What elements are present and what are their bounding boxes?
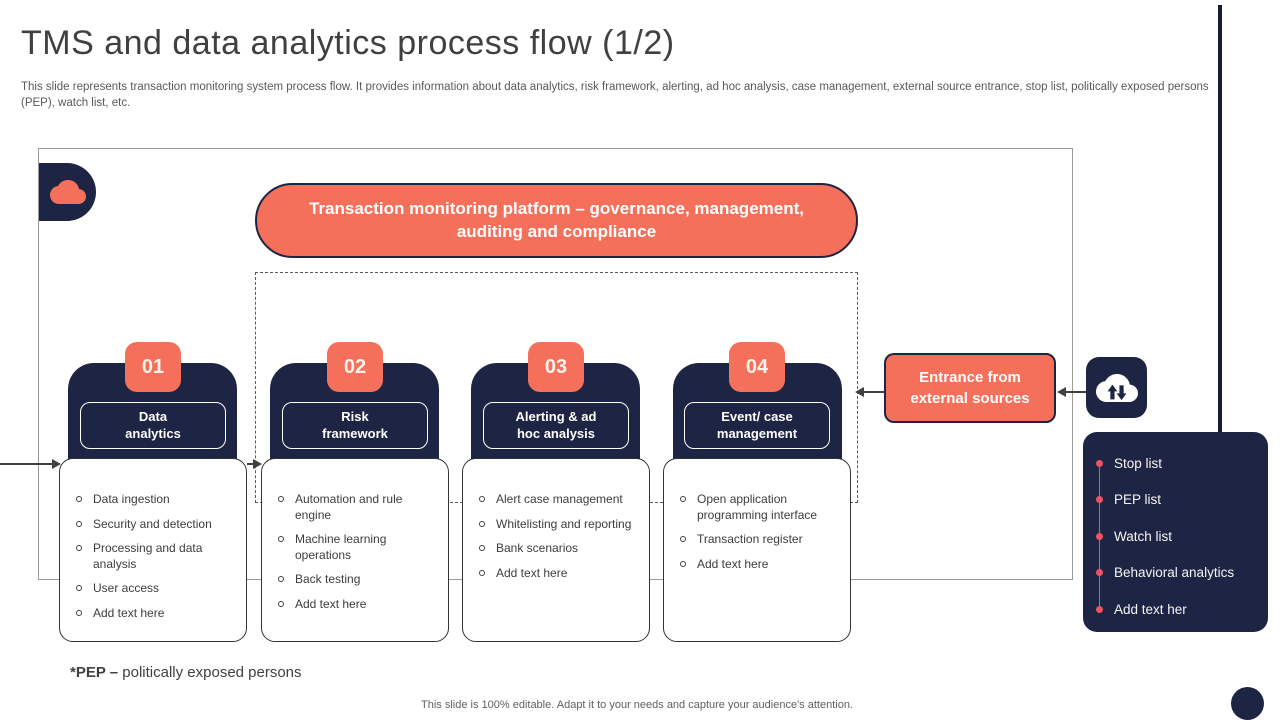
list-item: Add text here <box>680 557 842 573</box>
list-item: Alert case management <box>479 492 641 508</box>
circle-bullet-icon <box>479 545 485 552</box>
list-item: Security and detection <box>76 517 238 533</box>
stage-label-1: Data analytics <box>80 402 226 449</box>
external-list-item: Add text her <box>1083 591 1268 628</box>
stage-items-3: Alert case management Whitelisting and r… <box>462 458 650 642</box>
circle-bullet-icon <box>76 585 82 592</box>
cloud-transfer-icon <box>1086 357 1147 418</box>
dot-bullet-icon <box>1096 605 1103 613</box>
stage-label-4: Event/ case management <box>684 402 830 449</box>
dot-bullet-icon <box>1096 569 1103 577</box>
stage-label-3-line2: hoc analysis <box>516 425 596 441</box>
external-list-item: Stop list <box>1083 445 1268 482</box>
right-accent-line <box>1218 5 1222 432</box>
circle-bullet-icon <box>479 569 485 576</box>
dot-bullet-icon <box>1096 532 1103 540</box>
circle-bullet-icon <box>479 496 485 502</box>
list-item: Automation and rule engine <box>278 492 440 523</box>
list-item: Processing and data analysis <box>76 541 238 572</box>
list-item: Back testing <box>278 572 440 588</box>
stage-number-2: 02 <box>327 342 383 392</box>
circle-bullet-icon <box>76 496 82 502</box>
entrance-to-platform-arrow-line <box>863 391 884 393</box>
cloud-glyph <box>49 180 86 204</box>
list-item: Add text here <box>278 597 440 613</box>
list-item: Add text here <box>76 606 238 622</box>
stage-label-1-line1: Data <box>138 409 168 425</box>
circle-bullet-icon <box>76 609 82 616</box>
external-sources-panel: Stop list PEP list Watch list Behavioral… <box>1083 432 1268 632</box>
stage-label-3: Alerting & ad hoc analysis <box>483 402 629 449</box>
list-item: Machine learning operations <box>278 532 440 563</box>
pep-footnote-definition: politically exposed persons <box>118 664 302 681</box>
stage1-to-stage2-arrowhead-icon <box>253 459 262 469</box>
cloud-to-entrance-arrow-line <box>1065 391 1086 393</box>
list-item: Open application programming interface <box>680 492 842 523</box>
platform-banner-line1: Transaction monitoring platform – govern… <box>309 198 804 218</box>
external-list-item: Behavioral analytics <box>1083 555 1268 592</box>
list-item: Add text here <box>479 566 641 582</box>
list-item: Transaction register <box>680 532 842 548</box>
stage-label-1-line2: analytics <box>125 425 181 441</box>
page-title: TMS and data analytics process flow (1/2… <box>21 24 675 62</box>
circle-bullet-icon <box>76 545 82 552</box>
stage-number-3: 03 <box>528 342 584 392</box>
stage-label-3-line1: Alerting & ad <box>515 409 597 425</box>
stage-label-2: Risk framework <box>282 402 428 449</box>
dot-bullet-icon <box>1096 496 1103 504</box>
pep-footnote-term: *PEP – <box>70 664 119 681</box>
stage-label-4-line1: Event/ case <box>721 409 793 425</box>
stage-items-4-list: Open application programming interface T… <box>680 492 842 572</box>
inflow-arrowhead-icon <box>52 459 61 469</box>
circle-bullet-icon <box>278 536 284 543</box>
stage-number-1: 01 <box>125 342 181 392</box>
stage-items-2: Automation and rule engine Machine learn… <box>261 458 449 642</box>
external-list-item: PEP list <box>1083 482 1268 519</box>
pep-footnote: *PEP – politically exposed persons <box>70 664 302 681</box>
entrance-box: Entrance from external sources <box>884 353 1056 423</box>
stage-items-4: Open application programming interface T… <box>663 458 851 642</box>
circle-bullet-icon <box>76 520 82 527</box>
list-item: Bank scenarios <box>479 541 641 557</box>
circle-bullet-icon <box>278 576 284 583</box>
circle-bullet-icon <box>680 536 686 543</box>
entrance-to-platform-arrowhead-icon <box>855 387 864 397</box>
cloud-icon <box>39 163 96 221</box>
list-item: Data ingestion <box>76 492 238 508</box>
platform-banner: Transaction monitoring platform – govern… <box>255 183 858 258</box>
list-item: User access <box>76 581 238 597</box>
list-item: Whitelisting and reporting <box>479 517 641 533</box>
circle-bullet-icon <box>479 520 485 527</box>
inflow-arrow-line <box>0 463 53 465</box>
circle-bullet-icon <box>680 496 686 502</box>
stage-label-4-line2: management <box>716 425 798 441</box>
stage-number-4: 04 <box>729 342 785 392</box>
editable-note: This slide is 100% editable. Adapt it to… <box>421 699 853 711</box>
cloud-to-entrance-arrowhead-icon <box>1057 387 1066 397</box>
external-list-item: Watch list <box>1083 518 1268 555</box>
stage-items-2-list: Automation and rule engine Machine learn… <box>278 492 440 613</box>
stage-items-3-list: Alert case management Whitelisting and r… <box>479 492 641 581</box>
stage-label-2-line2: framework <box>322 425 388 441</box>
stage-label-2-line1: Risk <box>341 409 369 425</box>
dot-bullet-icon <box>1096 459 1103 467</box>
platform-banner-line2: auditing and compliance <box>456 221 657 241</box>
bottom-right-dot <box>1231 687 1264 720</box>
cloud-sync-glyph <box>1095 373 1138 402</box>
circle-bullet-icon <box>680 560 686 567</box>
stage1-to-stage2-arrow-line <box>247 463 255 465</box>
circle-bullet-icon <box>278 600 284 607</box>
slide-description: This slide represents transaction monito… <box>21 81 1209 110</box>
stage-items-1-list: Data ingestion Security and detection Pr… <box>76 492 238 622</box>
stage-items-1: Data ingestion Security and detection Pr… <box>59 458 247 642</box>
circle-bullet-icon <box>278 496 284 502</box>
